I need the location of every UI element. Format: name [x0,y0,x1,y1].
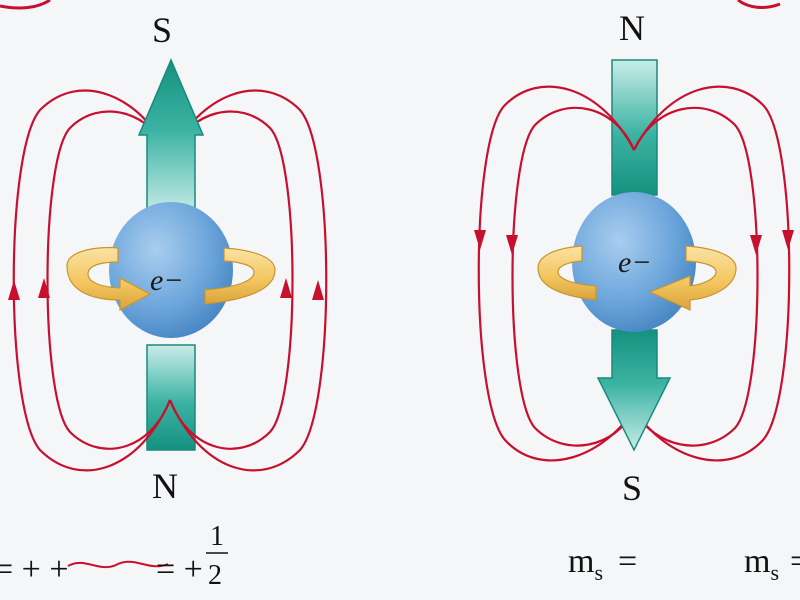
ms-main: m [568,543,594,580]
left-electron-label: e− [150,264,184,297]
right-spin-band [537,245,737,311]
ms-symbol: ms [568,543,603,585]
ms-symbol-second: ms [744,543,779,585]
right-field-arrow-down-4 [782,230,794,250]
left-top-pole-label: S [152,10,172,50]
right-field-line-outer-right [633,85,791,462]
left-magnetic-moment-arrow [137,58,205,216]
left-formula-equals: = + [156,551,203,588]
right-magnetic-moment-arrow [596,329,672,452]
ms-equals: = [618,543,637,580]
right-bottom-pole-label: S [622,468,642,508]
left-field-line-inner-right [168,110,294,450]
left-spin-band [66,246,276,311]
top-left-red-arc-fragment [0,0,51,10]
left-magnetic-moment-tail [146,344,196,451]
right-magnetic-moment-tail [611,59,658,196]
right-field-arrow-down-2 [506,235,518,255]
right-field-arrowheads [474,230,794,255]
left-field-arrow-up-2 [38,278,50,298]
right-spin-band-left [537,245,597,301]
right-field-arrow-down-3 [750,235,762,255]
right-field-line-outer-left [477,85,635,462]
top-right-red-arc-fragment [737,0,781,9]
right-field-lines [477,85,791,462]
ms2-main: m [744,543,770,580]
left-formula-prefix: = + + [0,551,69,588]
right-top-pole-label: N [619,8,645,48]
right-electron-label: e− [618,246,652,279]
left-spin-formula: = + + = + 1 2 [0,521,228,591]
ms2-subscript: s [770,560,779,585]
ms-equals-second: = [790,543,800,580]
left-field-line-outer-left [12,89,172,472]
left-spin-panel: e− S N = + + = + 1 2 [0,10,328,591]
left-field-arrowheads [8,278,324,300]
left-field-arrow-up-4 [312,280,324,300]
left-field-arrow-up-3 [280,278,292,298]
left-field-lines [12,89,328,472]
left-formula-wavy-line [67,560,169,569]
left-formula-numerator: 1 [210,521,224,552]
right-spin-panel: e− N S ms = ms = [474,8,800,585]
right-field-line-inner-left [511,106,636,447]
left-formula-denominator: 2 [208,560,222,591]
left-bottom-pole-label: N [152,466,178,506]
right-field-arrow-down-1 [474,230,486,250]
left-field-arrow-up-1 [8,280,20,300]
counterclockwise-spin-arrow-icon [66,246,152,311]
left-field-line-outer-right [168,89,328,472]
right-field-line-inner-right [633,106,759,447]
right-ms-formula: ms = ms = [568,543,800,585]
left-spin-band-right [204,247,276,305]
ms-subscript: s [594,560,603,585]
left-electron-sphere [109,202,233,338]
clockwise-spin-arrow-icon [648,245,737,311]
